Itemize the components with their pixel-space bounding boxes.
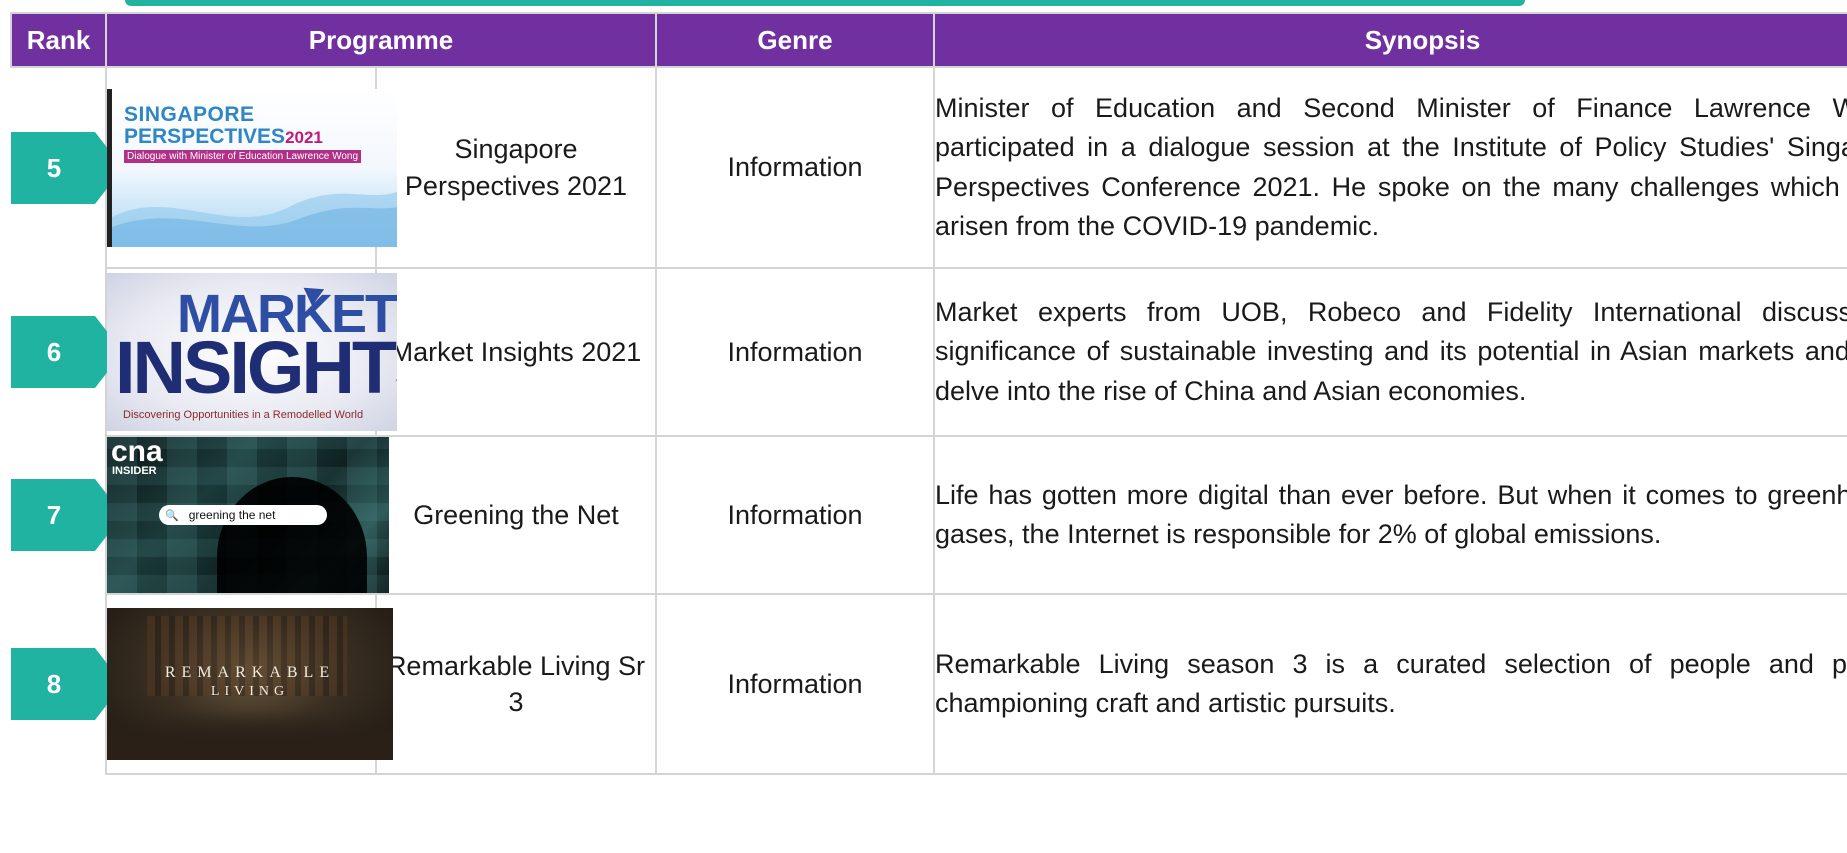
rank-cell: 7 — [11, 436, 123, 594]
search-text: greening the net — [188, 508, 276, 522]
thumb-title-line1: REMARKABLE — [164, 664, 336, 681]
programme-genre: Information — [655, 66, 935, 269]
thumbnail-cell: MARKET INSIGHTS Discovering Opportunitie… — [105, 267, 397, 437]
table-row: 5 SINGAPORE PERSPECTIVES2021 Dialogue wi… — [11, 66, 1847, 269]
cna-logo: cna — [111, 437, 163, 468]
programme-ranking-table: Rank Programme Genre Synopsis 5 SINGAPOR… — [10, 12, 1847, 775]
bookshelf-graphic — [147, 616, 347, 696]
header-rank: Rank — [10, 12, 107, 68]
rank-cell: 6 — [11, 268, 123, 436]
header-genre: Genre — [655, 12, 935, 68]
thumbnail-cell: REMARKABLE LIVING — [105, 593, 393, 775]
programme-genre: Information — [655, 435, 935, 595]
thumb-title-line1: MARKET — [177, 284, 397, 344]
rank-cell: 5 — [11, 67, 123, 268]
programme-title: Greening the Net — [375, 435, 657, 595]
programme-thumbnail: REMARKABLE LIVING — [107, 608, 393, 760]
thumbnail-cell: cna INSIDER 🔍 greening the net — [105, 435, 389, 595]
programme-synopsis: Remarkable Living season 3 is a curated … — [933, 593, 1847, 775]
search-icon: 🔍 — [165, 509, 179, 522]
thumb-title-line2: LIVING — [210, 684, 290, 699]
header-programme: Programme — [105, 12, 657, 68]
table-row: 7 cna INSIDER 🔍 greening the net Greenin… — [11, 435, 1847, 595]
programme-genre: Information — [655, 593, 935, 775]
thumb-title-line2: INSIGHTS — [115, 326, 397, 409]
search-bar-graphic: 🔍 greening the net — [159, 505, 327, 525]
rank-cell: 8 — [11, 594, 123, 774]
thumb-title-line1: SINGAPORE — [124, 102, 255, 126]
thumbnail-cell: SINGAPORE PERSPECTIVES2021 Dialogue with… — [105, 66, 397, 269]
table-header-row: Rank Programme Genre Synopsis — [10, 12, 1847, 68]
programme-synopsis: Minister of Education and Second Ministe… — [933, 66, 1847, 269]
thumb-title-line2: PERSPECTIVES2021 — [124, 125, 323, 149]
programme-thumbnail: cna INSIDER 🔍 greening the net — [107, 437, 389, 593]
thumb-tagline: Discovering Opportunities in a Remodelle… — [123, 409, 364, 421]
programme-title: Market Insights 2021 — [375, 267, 657, 437]
table-row: 6 MARKET INSIGHTS Discovering Opportunit… — [11, 267, 1847, 437]
thumb-title-word: PERSPECTIVES — [124, 124, 286, 148]
programme-synopsis: Market experts from UOB, Robeco and Fide… — [933, 267, 1847, 437]
thumb-year: 2021 — [285, 127, 323, 147]
programme-synopsis: Life has gotten more digital than ever b… — [933, 435, 1847, 595]
header-synopsis: Synopsis — [933, 12, 1847, 68]
desk-graphic — [107, 710, 393, 760]
table-row: 8 REMARKABLE LIVING Remarkable Living Sr… — [11, 593, 1847, 775]
programme-thumbnail: MARKET INSIGHTS Discovering Opportunitie… — [107, 273, 397, 431]
programme-genre: Information — [655, 267, 935, 437]
insider-label: INSIDER — [112, 465, 157, 477]
programme-thumbnail: SINGAPORE PERSPECTIVES2021 Dialogue with… — [107, 88, 397, 247]
wave-graphic — [112, 191, 397, 247]
thumb-tagline: Dialogue with Minister of Education Lawr… — [124, 149, 362, 163]
top-accent-bar — [125, 0, 1525, 6]
programme-title: Remarkable Living Sr 3 — [375, 593, 657, 775]
programme-title: Singapore Perspectives 2021 — [375, 66, 657, 269]
